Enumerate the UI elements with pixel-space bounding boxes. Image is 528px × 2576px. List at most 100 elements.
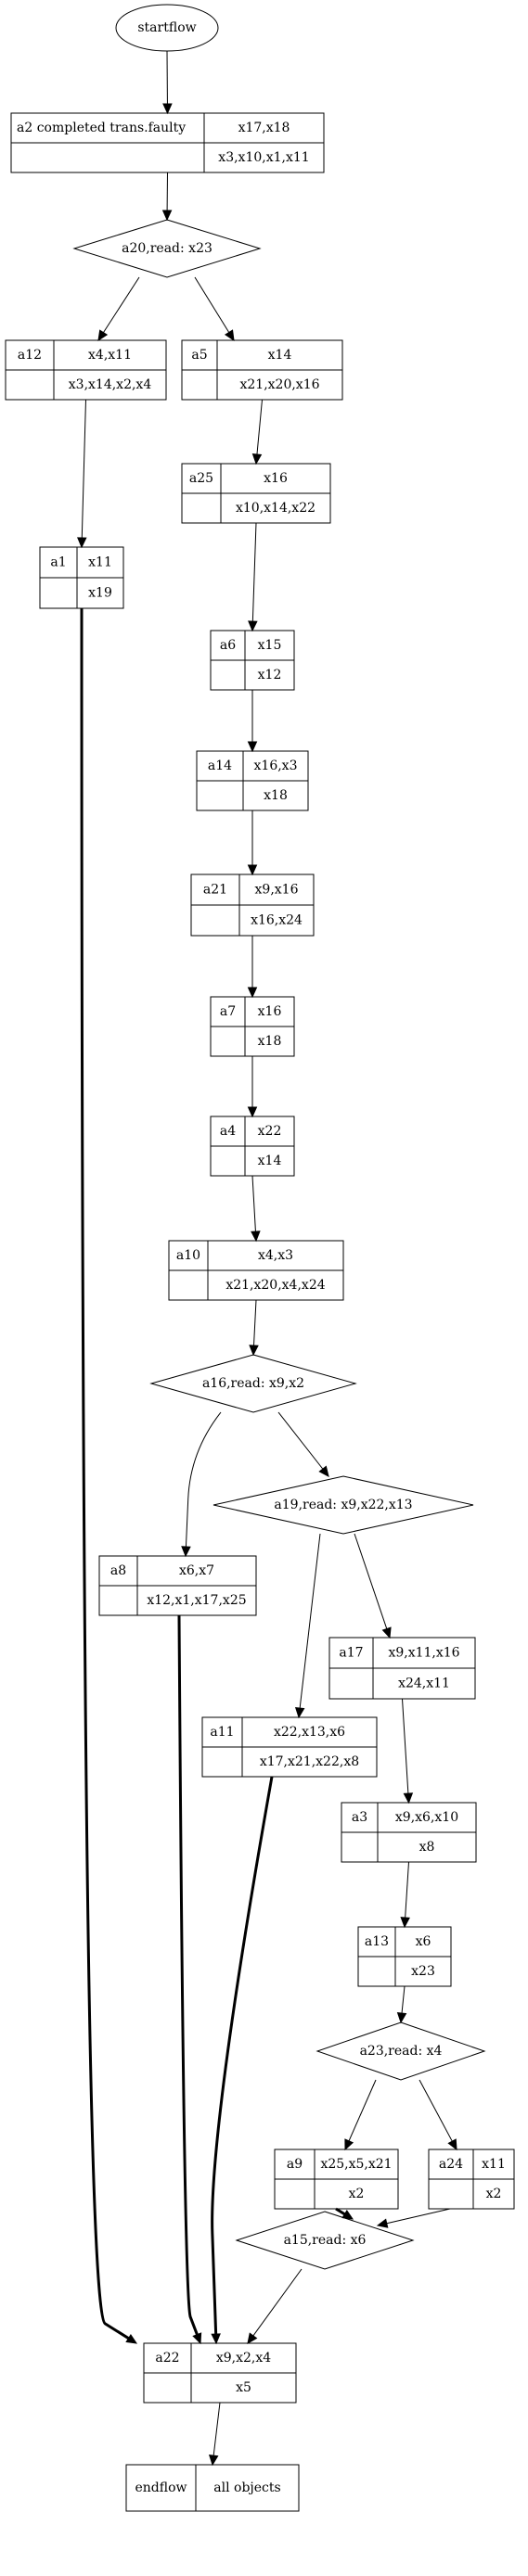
block-bottom-values: x8 [419,1840,435,1855]
arrowhead-a15-to-a22 [247,2332,258,2344]
end-label: endflow [135,2480,187,2495]
arrowhead-a4-to-a10 [251,1231,261,1243]
block-bottom-values: x12,x1,x17,x25 [147,1593,246,1608]
arrowhead-a21-to-a7 [247,987,258,999]
block-name: a6 [220,638,236,653]
arrowhead-a19-to-a11 [294,1706,305,1719]
edge-a23-to-a9 [348,2079,377,2142]
block-name: a14 [208,759,232,773]
block-bottom-values: x3,x10,x1,x11 [218,150,309,165]
edge-a10-to-a16 [253,1299,257,1346]
arrowhead-a10-to-a16 [249,1345,259,1357]
block-bottom-values: x2 [349,2187,365,2201]
edge-a17-to-a3 [402,1698,409,1794]
block-bottom-values: x18 [258,1034,282,1049]
block-top-values: x17,x18 [238,121,290,135]
block-bottom-values: x2 [486,2187,502,2201]
arrowhead-a22-to-end [209,2454,219,2467]
edge-a4-to-a10 [251,1175,256,1232]
arrowhead-a2-to-a20 [161,210,173,222]
arrowhead-a9-to-a15 [341,2210,354,2220]
block-top-values: x6,x7 [179,1563,214,1578]
arrowhead-a3-to-a13 [400,1917,410,1929]
block-top-values: x9,x11,x16 [388,1646,459,1661]
edge-a5-to-a25 [256,399,263,455]
block-bottom-values: x18 [264,788,288,803]
block-bottom-values: x17,x21,x22,x8 [260,1754,359,1769]
block-bottom-values: x14 [258,1154,282,1168]
block-top-values: x22,x13,x6 [274,1725,345,1740]
block-name: a13 [365,1934,389,1949]
decision-diamond [316,2021,486,2081]
edge-a20-to-a12 [103,276,140,333]
edges-layer [77,50,457,2467]
block-top-values: x15 [258,638,282,653]
arrowhead-a17-to-a3 [403,1792,414,1804]
decision-a15: a15,read: x6 [235,2211,415,2270]
edge-a3-to-a13 [405,1861,409,1919]
edge-a19-to-a11 [299,1533,321,1709]
block-a8: a8 x6,x7 x12,x1,x17,x25 [98,1555,257,1616]
edge-a23-to-a24 [419,2079,453,2142]
block-a2: a2 completed trans.faulty x17,x18 x3,x10,x… [10,112,325,173]
arrowhead-a8-to-a22 [192,2332,202,2345]
arrowhead-a7-to-a4 [247,1106,258,1118]
end-frame [125,2464,300,2512]
arrowhead-a24-to-a15 [376,2218,389,2228]
block-name: a11 [210,1725,234,1740]
edge-a12-to-a1 [81,399,86,539]
block-name: a8 [110,1563,126,1578]
block-top-values: x11 [88,555,112,570]
start-label: startflow [137,20,196,35]
arrowhead-a14-to-a21 [247,864,258,876]
block-name: a21 [203,883,227,898]
block-name: a4 [220,1124,236,1139]
block-bottom-values: x24,x11 [398,1677,450,1691]
edge-a16-to-a19 [277,1411,324,1470]
arrowhead-a25-to-a6 [248,620,258,632]
block-bottom-values: x10,x14,x22 [236,501,316,516]
end-node: endflow all objects [125,2464,300,2512]
block-name: a2 completed trans.faulty [17,121,186,135]
block-top-values: x22 [258,1124,282,1139]
end-value: all objects [213,2480,280,2495]
arrowhead-a6-to-a14 [247,741,258,753]
block-top-values: x25,x5,x21 [320,2157,392,2172]
block-name: a24 [439,2157,463,2172]
block-bottom-values: x21,x20,x4,x24 [225,1278,325,1293]
decision-label: a15,read: x6 [284,2233,367,2248]
block-a14: a14 x16,x3 x18 [196,750,309,811]
arrowhead-a20-to-a12 [97,329,109,342]
block-top-values: x14 [268,348,292,363]
decision-diamond [235,2211,415,2270]
edge-a25-to-a6 [251,522,257,622]
edge-a13-to-a23 [401,1985,406,2014]
block-top-values: x16 [258,1004,282,1019]
start-node: startflow [115,4,219,52]
block-bottom-values: x19 [88,586,112,601]
block-name: a22 [155,2351,179,2366]
block-top-values: x16,x3 [254,759,298,773]
block-name: a25 [189,471,213,486]
edge-a1-to-a22 [80,607,130,2340]
block-top-values: x9,x16 [255,883,299,898]
block-name: a9 [287,2157,303,2172]
decision-a19: a19,read: x9,x22,x13 [212,1475,474,1535]
edge-a15-to-a22 [252,2268,303,2337]
block-top-values: x9,x2,x4 [216,2351,271,2366]
block-name: a17 [339,1646,363,1661]
decision-a20: a20,read: x23 [72,219,262,278]
block-top-values: x4,x11 [88,348,132,363]
arrowhead-a19-to-a17 [381,1626,392,1639]
